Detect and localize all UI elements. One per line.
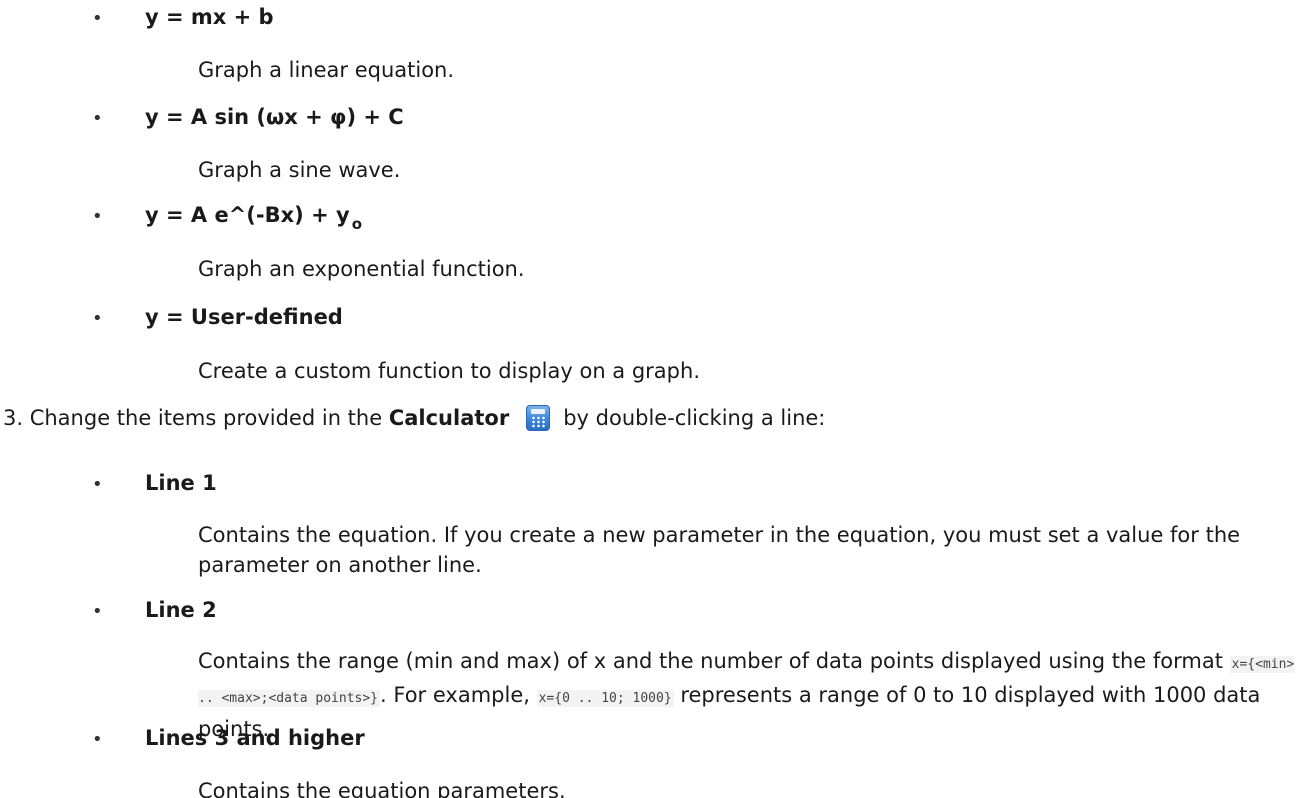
line-2-text-1: Contains the range (min and max) of x an… — [198, 649, 1230, 673]
function-term-main: y = A e^(-Bx) + y — [145, 203, 350, 227]
line-term: Line 1 — [145, 471, 217, 495]
function-item-sine: • y = A sin (ωx + φ) + C — [92, 102, 404, 134]
bullet: • — [92, 8, 103, 29]
line-description: Contains the equation. If you create a n… — [198, 523, 1241, 577]
calculator-label: Calculator — [388, 406, 510, 430]
line-term: Line 2 — [145, 598, 217, 622]
function-term: y = User-defined — [145, 305, 343, 329]
function-term-subscript: o — [351, 215, 362, 233]
step-3-prefix: 3. Change the items provided in the — [3, 406, 389, 430]
line-description: Contains the equation parameters. — [198, 779, 566, 798]
step-3-suffix: by double-clicking a line: — [563, 406, 826, 430]
bullet: • — [92, 474, 103, 495]
line-term: Lines 3 and higher — [145, 726, 365, 750]
line-item-2: • Line 2 — [92, 595, 217, 627]
function-description: Create a custom function to display on a… — [198, 359, 700, 383]
function-item-user-defined: • y = User-defined — [92, 302, 343, 334]
function-term: y = A sin (ωx + φ) + C — [145, 105, 404, 129]
function-description: Graph a sine wave. — [198, 158, 401, 182]
function-item-linear: • y = mx + b — [92, 2, 274, 34]
function-description: Graph a linear equation. — [198, 58, 455, 82]
line-2-text-3: represents a range of 0 to 10 displayed … — [198, 683, 1261, 741]
step-3: 3. Change the items provided in the Calc… — [3, 403, 825, 433]
bullet: • — [92, 601, 103, 622]
function-term: y = mx + b — [145, 5, 274, 29]
example-code: x={0 .. 10; 1000} — [536, 690, 674, 707]
function-description: Graph an exponential function. — [198, 257, 525, 281]
calculator-icon — [526, 405, 551, 431]
bullet: • — [92, 729, 103, 750]
bullet: • — [92, 206, 103, 227]
bullet: • — [92, 308, 103, 329]
line-2-text-2: . For example, — [380, 683, 537, 707]
line-description: Contains the range (min and max) of x an… — [198, 646, 1310, 744]
line-item-1: • Line 1 — [92, 468, 217, 500]
bullet: • — [92, 108, 103, 129]
line-item-3-higher: • Lines 3 and higher — [92, 723, 365, 755]
